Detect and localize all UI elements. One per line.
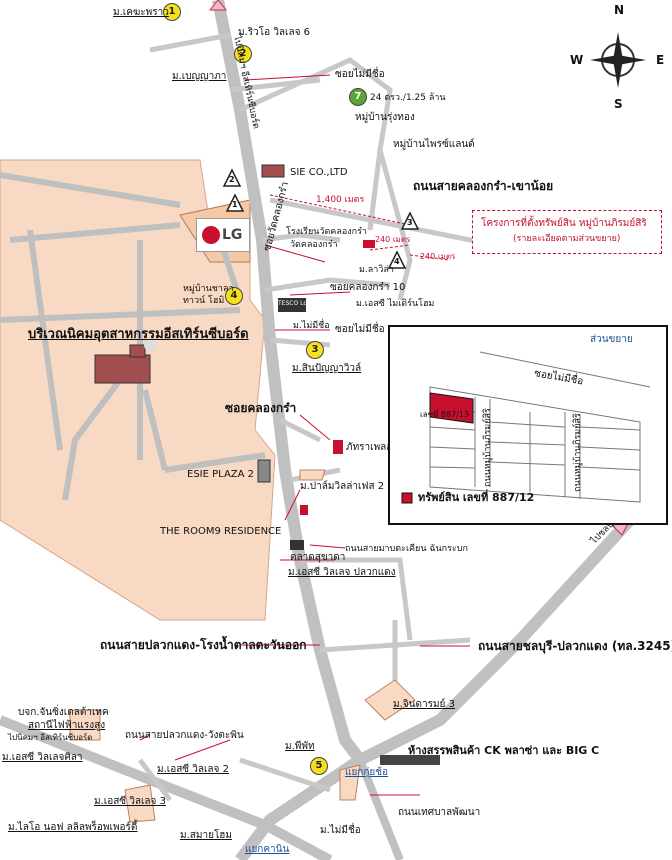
project-callout: โครงการที่ตั้งทรัพย์สิน หมู่บ้านภิรมย์สิ…	[472, 210, 662, 254]
label-esie-plaza: ESIE PLAZA 2	[187, 469, 255, 480]
triangle-1: 1	[232, 200, 238, 209]
badge-7: 7	[349, 88, 367, 106]
label-mu-samai: ม.สมายโฮม	[180, 830, 233, 841]
label-to-eastern: ไปนิคมฯ อีสเทิร์นซีบอร์ด	[8, 733, 93, 742]
compass-rose	[590, 32, 646, 88]
compass-w: W	[570, 53, 584, 67]
factory-building	[94, 339, 156, 384]
main-road	[212, 0, 365, 764]
label-mu-sc-vill2: ม.เอสซี วิลเลจ 2	[157, 764, 229, 775]
label-soi-khlong-kra: ซอยคลองกร๋า	[225, 401, 297, 415]
triangle-4: 4	[394, 257, 400, 266]
label-mu-phiphat: ม.พีพัท	[285, 741, 315, 752]
lg-circle-icon	[202, 226, 220, 244]
triangle-2: 2	[229, 175, 235, 184]
label-mu-sc-mai: ม.เอสซี ไมเดิร์นโฮม	[356, 299, 435, 309]
label-school: โรงเรียนวัดคลองกร๋า	[286, 227, 367, 237]
label-mu-sc-vill3: ม.เอสซี วิลเลจ 3	[94, 796, 166, 807]
inset-title: ส่วนขยาย	[590, 334, 633, 345]
label-wat: วัดคลองกร๋า	[290, 240, 338, 250]
label-dist-240a: 240 เมตร	[375, 235, 411, 244]
label-mu-leo: ม.ไลโอ นอฟ ลลิลพร็อพเพอร์ตี้	[8, 822, 138, 833]
inset-lot: เลขที่ 887/13	[420, 410, 470, 419]
label-road-sai-khlong: ถนนสายคลองกร๋า-เขาน้อย	[413, 179, 554, 193]
label-mu-lakee: ม.ลาวิล่า	[359, 265, 394, 275]
badge-1: 1	[163, 3, 181, 21]
label-road-thesaban: ถนนเทศบาลพัฒนา	[398, 807, 481, 818]
inset-road-left: ถนนหมู่บ้านภิรมย์สิริ	[483, 408, 493, 487]
label-mu-jinda: ม.จินดารมย์ 3	[393, 699, 455, 710]
label-road-sai-map: ถนนสายมาบตะเคียน ฉันกระบก	[345, 544, 468, 554]
label-dist-240b: 240 เมตร	[420, 252, 456, 261]
label-tesco: TESCO Lotus	[278, 300, 317, 307]
lg-text: LG	[222, 227, 243, 243]
inset-lines	[401, 351, 651, 504]
label-yaek-bottom: แยกคานิน	[245, 844, 290, 855]
inset-property-lot	[429, 392, 474, 424]
label-mu-private-land: หมู่บ้านไพรซ์แลนด์	[393, 139, 475, 150]
label-town-home: ทาวน์ โฮมิ	[183, 296, 225, 306]
label-mu-ruang-thong: หมู่บ้านรุ่งทอง	[355, 112, 415, 123]
triangle-3: 3	[407, 218, 413, 227]
compass-e: E	[656, 53, 665, 67]
lg-logo: LG	[196, 218, 250, 252]
label-soi-no-name2: ซอยไม่มีชื่อ	[335, 324, 385, 335]
badge-3: 3	[306, 341, 324, 359]
label-mu-no-name: ม.ไม่มีชื่อ	[293, 321, 330, 331]
badge-5: 5	[310, 757, 328, 775]
label-mu-pradit: ม.ปาล์มวิลล่าเฟส 2	[300, 481, 385, 492]
label-price-24: 24 ตรว./1.25 ล้าน	[370, 93, 446, 103]
label-mu-no-name-b: ม.ไม่มีชื่อ	[320, 825, 361, 836]
label-dist-1400: 1,400 เมตร	[316, 195, 365, 205]
label-soi-khlong-10: ซอยคลองกร๋า 10	[330, 282, 406, 293]
badge-2: 2	[234, 45, 252, 63]
label-talad-sukha: ตลาดสุขาดา	[290, 552, 346, 563]
label-room9: THE ROOM9 RESIDENCE	[160, 526, 282, 537]
compass-s: S	[614, 97, 623, 111]
road-pluak-wang	[0, 715, 333, 860]
label-mu-sc-sila: ม.เอสซี วิลเลจศิลา	[2, 752, 83, 763]
label-mu-sc-village: ม.เอสซี วิลเลจ ปลวกแดง	[288, 567, 396, 578]
label-ck-plaza: ห้างสรรพสินค้า CK พลาซ่า และ BIG C	[408, 744, 600, 757]
compass-n: N	[614, 3, 625, 17]
project-line2: (รายละเอียดตามส่วนขยาย)	[513, 234, 621, 244]
label-mu-kheha: ม.เคฆะพราว	[113, 7, 169, 18]
label-road-pluak-daeng: ถนนสายปลวกแดง-โรงน้ำตาลตะวันออก	[100, 638, 307, 652]
label-mu-sinpinya: ม.สินปัญญาวิวล์	[292, 363, 362, 374]
label-patra-place: ภัทราเพลส	[346, 442, 393, 453]
inset-legend-swatch	[401, 492, 413, 504]
inset-road-right: ถนนหมู่บ้านภิรมย์สิริ	[573, 413, 583, 492]
label-bkk-power: บจก.จันซิ่งเดลต้าเทค	[18, 707, 109, 718]
label-road-pluak-wang: ถนนสายปลวกแดง-วังตะพิน	[125, 730, 244, 741]
label-industrial-estate: บริเวณนิคมอุตสาหกรรมอีสเทิร์นซีบอร์ด	[28, 327, 249, 342]
project-line1: โครงการที่ตั้งทรัพย์สิน หมู่บ้านภิรมย์สิ…	[481, 218, 647, 229]
badge-4: 4	[225, 287, 243, 305]
label-station-power: สถานีไฟฟ้าแรงสูง	[28, 720, 106, 731]
label-yaek-kui: แยกกุ่ยช้อ	[345, 767, 389, 778]
label-mu-ban-chal: หมู่บ้านชาลา	[183, 284, 234, 294]
inset-expanded-view: ส่วนขยาย ซอยไม่มีชื่อ ถนนหมู่บ้านภิรมย์ส…	[388, 325, 668, 525]
label-mu-benyapha: ม.เบญญาภา	[172, 71, 227, 82]
label-soi-no-name-top: ซอยไม่มีชื่อ	[335, 69, 385, 80]
label-mu-rio: ม.ริวโอ วิลเลจ 6	[238, 27, 311, 38]
inset-legend: ทรัพย์สิน เลขที่ 887/12	[418, 491, 535, 504]
label-road-chonburi: ถนนสายชลบุรี-ปลวกแดง (ทล.3245)	[478, 639, 672, 653]
label-sie: SIE CO.,LTD	[290, 167, 348, 178]
